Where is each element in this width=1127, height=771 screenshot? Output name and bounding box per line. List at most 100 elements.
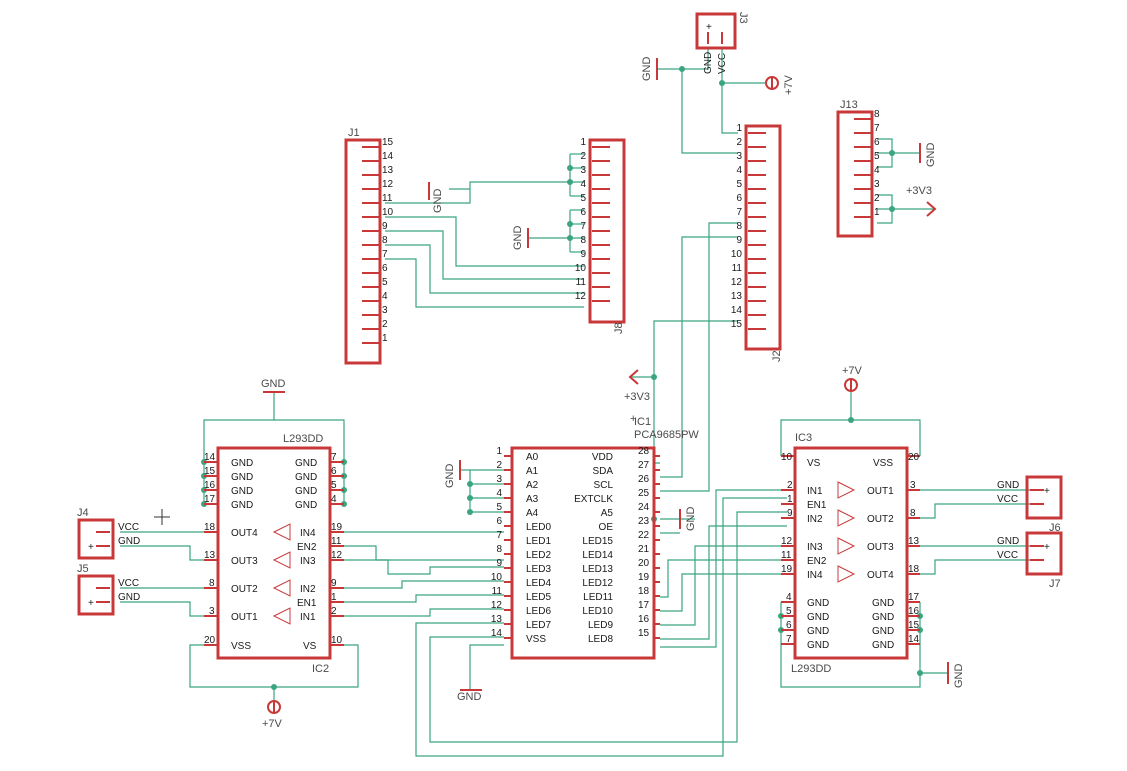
ic2-en1: EN1	[297, 598, 317, 609]
j2-pin-number: 4	[736, 165, 742, 176]
ic2-gnd-pin-number: 17	[204, 494, 216, 505]
ic2-pin-13: 13	[204, 550, 216, 561]
j7-vcc: VCC	[997, 550, 1018, 561]
ic1-plus: +	[630, 413, 636, 425]
j8-pin-number: 12	[575, 291, 587, 302]
ic2-pin-3: 3	[209, 606, 215, 617]
ic1-left-pin-label: LED0	[526, 522, 551, 533]
ic2-pin-10: 10	[331, 635, 343, 646]
ic2-gnd-pin-number: 5	[331, 480, 337, 491]
ic2-gnd-label: GND	[231, 486, 253, 497]
gnd-label-j3: GND	[641, 57, 653, 82]
j8-pin-number: 11	[576, 277, 587, 288]
j7-plus: +	[1044, 542, 1050, 553]
ic3-gnd-pin-number: 6	[786, 620, 792, 631]
gnd-label-ic2: GND	[261, 378, 286, 390]
connector-j7[interactable]: + GND VCC J7	[997, 531, 1063, 590]
ic1-right-pin-label: LED9	[588, 620, 613, 631]
ic3-pin-10: 10	[781, 452, 793, 463]
connector-j3[interactable]: + GND VCC J3	[695, 12, 749, 74]
ic3-out4: OUT4	[867, 570, 894, 581]
j13-pin-number: 4	[874, 165, 880, 176]
p3v3-label-j13: +3V3	[906, 185, 932, 197]
ic1-left-pin-label: A2	[526, 480, 539, 491]
j8-pin-number: 8	[580, 235, 586, 246]
ic3-gnd-label: GND	[872, 612, 894, 623]
ic3-pin-11: 11	[781, 550, 792, 561]
j4-gnd: GND	[118, 536, 140, 547]
connector-j6[interactable]: + GND VCC J6	[997, 475, 1063, 534]
j1-pin-number: 8	[382, 235, 388, 246]
j1-pin-number: 13	[382, 165, 394, 176]
ic2-out3: OUT3	[231, 556, 258, 567]
ic2-gnd-pin-number: 4	[331, 494, 337, 505]
ic2-pin-2: 2	[331, 606, 337, 617]
ic3-gnd-label: GND	[872, 598, 894, 609]
ic1-right-pin-number: 19	[638, 572, 650, 583]
gnd-label-ic1-right: GND	[685, 507, 697, 532]
ic1-left-pin-label: LED5	[526, 592, 551, 603]
j6-name: J6	[1049, 522, 1061, 534]
ic3-pin-18: 18	[908, 564, 920, 575]
ic1-left-pin-number: 3	[496, 474, 502, 485]
j8-pin-number: 9	[580, 249, 586, 260]
ic2-vs: VS	[303, 641, 317, 652]
j4-name: J4	[77, 507, 89, 519]
gnd-label-ic1-bottom: GND	[457, 691, 482, 703]
j1-pin-number: 1	[382, 333, 388, 344]
j3-pin-vcc: VCC	[717, 53, 728, 74]
ic1-right-pin-label: LED14	[582, 550, 613, 561]
j7-name: J7	[1049, 578, 1061, 590]
gnd-label-j8: GND	[512, 226, 524, 251]
j6-vcc: VCC	[997, 494, 1018, 505]
ic1-left-pin-number: 5	[496, 502, 502, 513]
j2-pin-number: 12	[731, 277, 743, 288]
ic3-gnd-pin-number: 14	[908, 634, 920, 645]
j2-pin-number: 8	[736, 221, 742, 232]
ic1-right-pin-label: LED10	[582, 606, 613, 617]
ic1-right-pin-label: LED13	[582, 564, 613, 575]
ic1-pca9685[interactable]: 1A02A13A24A35A46LED07LED18LED29LED310LED…	[491, 413, 700, 660]
p7v-label-ic2: +7V	[262, 718, 283, 730]
connector-j5[interactable]: + VCC GND J5	[77, 563, 140, 616]
ic2-gnd-pin-number: 7	[331, 452, 337, 463]
ic1-left-pin-label: A3	[526, 494, 539, 505]
ic1-right-pin-number: 20	[638, 558, 650, 569]
j2-pin-number: 6	[736, 193, 742, 204]
ic3-pin-3: 3	[910, 480, 916, 491]
j7-gnd: GND	[997, 536, 1019, 547]
ic1-left-pin-number: 6	[496, 516, 502, 527]
j2-pin-number: 13	[731, 291, 743, 302]
ic2-pin-19: 19	[331, 522, 343, 533]
j1-pin-number: 15	[382, 137, 394, 148]
j6-gnd: GND	[997, 480, 1019, 491]
j2-pin-number: 7	[736, 207, 742, 218]
j2-pin-number: 9	[736, 235, 742, 246]
j1-pin-number: 9	[382, 221, 388, 232]
j13-name: J13	[840, 99, 858, 111]
j8-pin-number: 3	[580, 165, 586, 176]
p7v-label-j3: +7V	[783, 74, 795, 95]
connector-j4[interactable]: + VCC GND J4	[77, 507, 140, 560]
j13-pin-number: 7	[874, 123, 880, 134]
j13-pin-number: 3	[874, 179, 880, 190]
ic2-in3: IN3	[300, 556, 316, 567]
ic3-pin-1: 1	[787, 494, 793, 505]
ic2-pin-12: 12	[331, 550, 343, 561]
j1-pin-number: 4	[382, 291, 388, 302]
j3-plus: +	[706, 22, 712, 33]
ic1-right-pin-number: 25	[638, 488, 650, 499]
ic1-right-pin-label: LED11	[583, 592, 613, 603]
ic1-left-pin-number: 4	[496, 488, 502, 499]
gnd-label-j13: GND	[925, 143, 937, 168]
ic2-pin-9: 9	[331, 578, 337, 589]
ic3-l293dd[interactable]: 10 20 VS VSS 2 1 9 12 11 19 IN1 EN1 IN2 …	[781, 432, 920, 675]
j13-pin-number: 5	[874, 151, 880, 162]
j8-pin-number: 2	[580, 151, 586, 162]
